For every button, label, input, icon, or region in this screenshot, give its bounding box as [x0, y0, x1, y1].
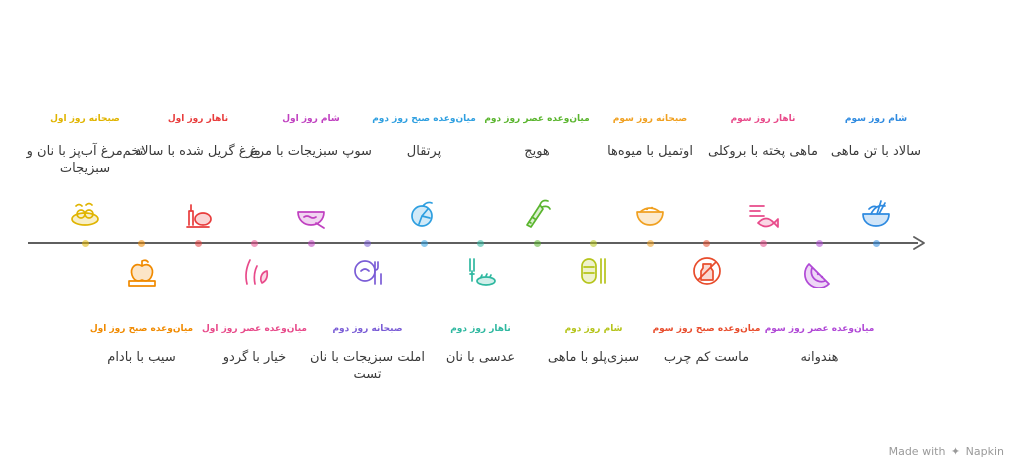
event-label: میان‌وعده عصر روز دوم: [484, 114, 590, 124]
orange-icon: [407, 197, 441, 231]
watermelon-icon: [803, 254, 837, 288]
event-description: خیار با گردو: [222, 350, 287, 365]
oatmeal-icon: [633, 197, 667, 231]
napkin-logo-icon: ✦: [950, 445, 961, 458]
event-description: عدسی با نان: [445, 350, 516, 365]
timeline-dot: [420, 239, 428, 247]
event-description: سبزی‌پلو با ماهی: [547, 350, 640, 365]
event-label: شام روز اول: [282, 114, 340, 124]
timeline-dot: [81, 239, 89, 247]
event-label: صبحانه روز سوم: [612, 114, 688, 124]
tuna-salad-icon: [859, 197, 893, 231]
timeline-axis: [28, 242, 918, 244]
timeline-dot: [703, 239, 710, 247]
carrot-icon: [520, 197, 554, 231]
event-description: هندوانه: [800, 350, 839, 365]
event-label: شام روز دوم: [564, 324, 623, 334]
event-description: ماست کم چرب: [663, 350, 750, 365]
baked-fish-icon: [746, 197, 780, 231]
omelette-icon: [351, 254, 385, 288]
timeline-arrow-icon: [913, 236, 925, 250]
event-label: صبحانه روز اول: [50, 114, 120, 124]
event-description: سوپ سبزیجات با مرغ: [250, 144, 372, 159]
event-label: میان‌وعده صبح روز سوم: [652, 324, 761, 334]
timeline-dot: [194, 239, 202, 247]
grilled-chicken-icon: [181, 197, 215, 231]
event-description: املت سبزیجات با نان تست: [310, 350, 425, 382]
event-description: تخم‌مرغ آب‌پز با نان و سبزیجات: [26, 144, 144, 176]
event-label: صبحانه روز دوم: [332, 324, 403, 334]
event-label: میان‌وعده عصر روز سوم: [764, 324, 875, 334]
event-description: هویج: [524, 144, 550, 159]
event-label: ناهار روز سوم: [730, 114, 796, 124]
timeline-dot: [138, 239, 145, 247]
timeline-dot: [307, 239, 315, 247]
timeline-dot: [590, 239, 597, 247]
event-label: میان‌وعده صبح روز اول: [89, 324, 194, 334]
timeline-dot: [251, 239, 258, 247]
egg-dish-icon: [68, 197, 102, 231]
cucumber-walnut-icon: [238, 254, 272, 288]
low-fat-yogurt-icon: [690, 254, 724, 288]
event-label: میان‌وعده عصر روز اول: [201, 324, 308, 334]
event-label: ناهار روز دوم: [450, 324, 511, 334]
apple-icon: [125, 254, 159, 288]
event-label: ناهار روز اول: [167, 114, 229, 124]
lentil-bread-icon: [464, 254, 498, 288]
event-description: اوتمیل با میوه‌ها: [607, 144, 693, 159]
event-description: سالاد با تن ماهی: [830, 144, 922, 159]
event-description: مرغ گریل شده با سالاد: [135, 144, 261, 159]
herb-rice-fish-icon: [577, 254, 611, 288]
brand-text: Made with: [888, 445, 946, 458]
soup-icon: [294, 197, 328, 231]
timeline-dot: [364, 239, 371, 247]
event-description: سیب با بادام: [107, 350, 176, 365]
event-label: شام روز سوم: [844, 114, 908, 124]
event-description: پرتقال: [406, 144, 442, 159]
event-description: ماهی پخته با بروکلی: [708, 144, 818, 159]
timeline-dot: [816, 239, 823, 247]
timeline-dot: [646, 239, 654, 247]
timeline-dot: [759, 239, 767, 247]
brand-name: Napkin: [965, 445, 1004, 458]
timeline-dot: [477, 239, 484, 247]
timeline-dot: [533, 239, 541, 247]
event-label: میان‌وعده صبح روز دوم: [372, 114, 476, 124]
napkin-brand: Made with ✦ Napkin: [889, 445, 1004, 458]
timeline-dot: [872, 239, 880, 247]
